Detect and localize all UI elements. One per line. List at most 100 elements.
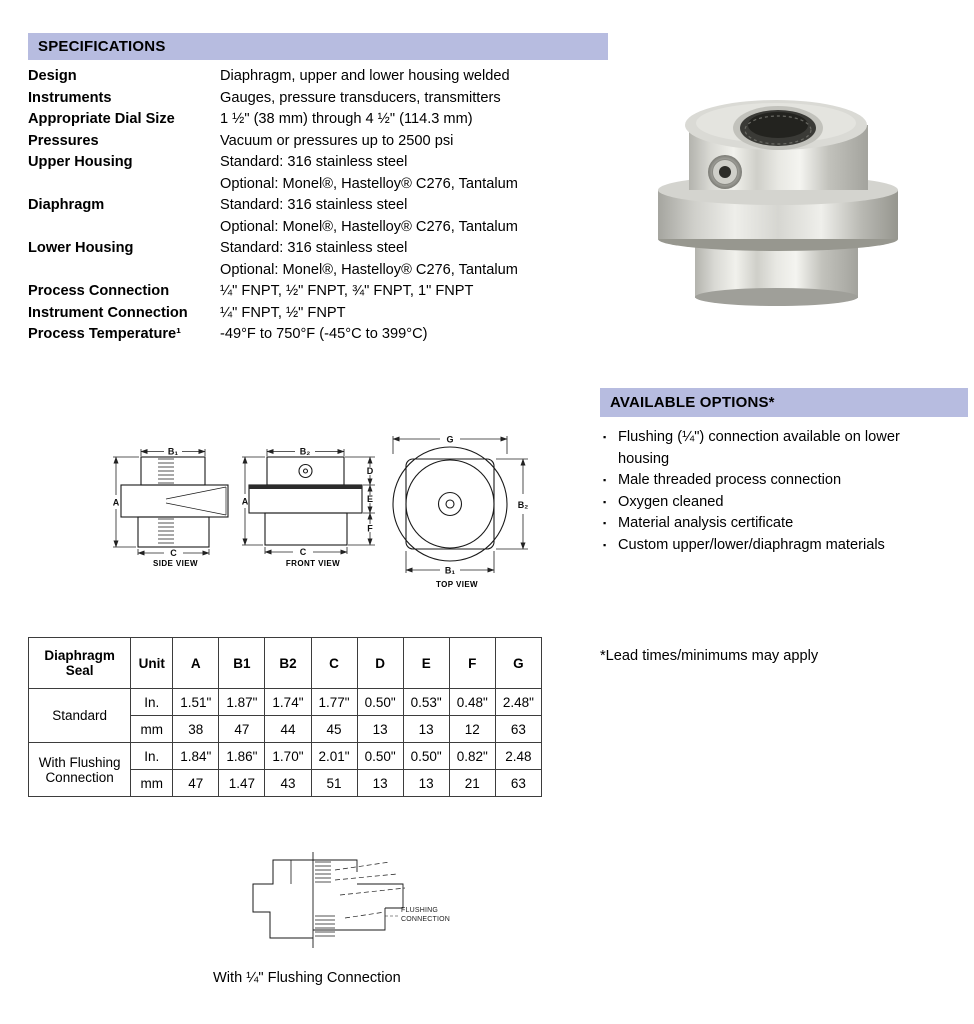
dim-label-g: G — [446, 435, 453, 445]
top-view-drawing: G B₂ B₁ TOP VIEW — [378, 432, 536, 589]
spec-label: Pressures — [28, 132, 99, 149]
option-item: ▪Material analysis certificate — [603, 513, 941, 535]
dim-value-cell: 51 — [310, 769, 358, 797]
unit-cell: mm — [130, 715, 174, 743]
spec-row: Optional: Monel®, Hastelloy® C276, Tanta… — [28, 174, 620, 196]
col-header: A — [172, 637, 220, 689]
dim-value-cell: 38 — [172, 715, 220, 743]
top-view-caption: TOP VIEW — [435, 580, 479, 589]
spec-value: 1 ½" (38 mm) through 4 ½" (114.3 mm) — [220, 111, 473, 127]
lead-time-note: *Lead times/minimums may apply — [600, 648, 819, 664]
dim-value-cell: 47 — [172, 769, 220, 797]
col-header: F — [448, 637, 496, 689]
dim-value-cell: 13 — [402, 715, 450, 743]
dim-label-c: C — [300, 547, 307, 557]
col-header: D — [356, 637, 404, 689]
spec-row: Instrument Connection ¼" FNPT, ½" FNPT — [28, 303, 620, 325]
dim-label-a: A — [113, 498, 120, 508]
dim-value-cell: 43 — [264, 769, 312, 797]
product-photo-image — [658, 100, 898, 306]
col-header: Diaphragm Seal — [27, 637, 132, 689]
spec-row: Optional: Monel®, Hastelloy® C276, Tanta… — [28, 217, 620, 239]
group-label-cell: With Flushing Connection — [27, 742, 132, 797]
dim-value-cell: 0.48" — [448, 688, 496, 716]
dim-label-b2: B₂ — [518, 500, 529, 510]
side-view-drawing: B₁ A C SIDE VIEW — [108, 445, 243, 568]
spec-row: Upper Housing Standard: 316 stainless ste… — [28, 152, 620, 174]
table-row: mm 38 47 44 45 13 13 12 63 — [29, 715, 543, 743]
spec-label: Upper Housing — [28, 154, 133, 170]
spec-row: Pressures Vacuum or pressures up to 2500 … — [28, 131, 620, 153]
spec-value: Vacuum or pressures up to 2500 psi — [220, 132, 454, 149]
col-header: Unit — [130, 637, 174, 689]
dim-value-cell: 1.70" — [264, 742, 312, 770]
dim-value-cell: 63 — [494, 715, 543, 743]
specifications-header: SPECIFICATIONS — [28, 33, 608, 60]
bullet-icon: ▪ — [603, 432, 607, 442]
dim-label-b1: B₁ — [168, 447, 178, 457]
product-photo — [646, 92, 938, 322]
dim-label-b1: B₁ — [445, 566, 455, 576]
dim-value-cell: 0.50" — [356, 742, 404, 770]
spec-value: -49°F to 750°F (-45°C to 399°C) — [220, 326, 428, 342]
col-header: B1 — [218, 637, 266, 689]
dim-value-cell: 13 — [402, 769, 450, 797]
dim-label-a: A — [242, 497, 249, 507]
spec-row: Lower Housing Standard: 316 stainless ste… — [28, 238, 620, 260]
spec-value: Standard: 316 stainless steel — [220, 154, 408, 170]
unit-cell: In. — [130, 742, 174, 770]
dim-label-e: E — [367, 494, 373, 504]
dim-value-cell: 0.50" — [356, 688, 404, 716]
col-header: G — [494, 637, 543, 689]
bullet-icon: ▪ — [603, 496, 607, 507]
available-options-list: ▪ Flushing (¼") connection available on l… — [603, 427, 941, 556]
spec-value: Optional: Monel®, Hastelloy® C276, Tanta… — [220, 218, 518, 235]
side-view-caption: SIDE VIEW — [153, 559, 198, 568]
spec-label: Lower Housing — [28, 240, 134, 256]
bullet-icon: ▪ — [603, 475, 607, 485]
dim-value-cell: 1.77" — [310, 688, 358, 716]
dim-value-cell: 0.82" — [448, 742, 496, 770]
dim-label-d: D — [367, 466, 374, 476]
table-row: Standard In. 1.51" 1.87" 1.74" 1.77" 0.5… — [27, 688, 543, 743]
dim-value-cell: 63 — [494, 769, 543, 797]
front-view-caption: FRONT VIEW — [285, 559, 341, 568]
option-item: ▪Oxygen cleaned — [603, 492, 941, 514]
dim-value-cell: 2.48 — [494, 742, 543, 770]
spec-value: Diaphragm, upper and lower housing welde… — [220, 68, 510, 84]
dim-value-cell: 2.01" — [310, 742, 358, 770]
spec-label — [28, 217, 220, 239]
flushing-caption: With ¼" Flushing Connection — [213, 970, 401, 986]
col-header: E — [402, 637, 450, 689]
option-text: Flushing (¼") connection available on lo… — [618, 429, 900, 467]
spec-value: Optional: Monel®, Hastelloy® C276, Tanta… — [220, 261, 518, 278]
col-header: B2 — [264, 637, 312, 689]
spec-value: Standard: 316 stainless steel — [220, 197, 408, 213]
dim-value-cell: 1.87" — [218, 688, 266, 716]
spec-label — [28, 174, 220, 196]
dim-value-cell: 47 — [218, 715, 266, 743]
option-text: Custom upper/lower/diaphragm materials — [618, 536, 885, 553]
spec-label: Instrument Connection — [28, 304, 188, 321]
spec-value: Standard: 316 stainless steel — [220, 240, 408, 256]
spec-label: Diaphragm — [28, 197, 105, 213]
spec-label: Design — [28, 68, 77, 84]
spec-label — [28, 260, 220, 282]
specifications-list: Design Diaphragm, upper and lower housing… — [28, 66, 620, 346]
dim-value-cell: 1.51" — [172, 688, 220, 716]
option-item: ▪Male threaded process connection — [603, 470, 941, 492]
dim-value-cell: 1.74" — [264, 688, 312, 716]
group-label-cell: Standard — [27, 688, 132, 743]
spec-label: Instruments — [28, 89, 112, 106]
front-view-drawing: B₂ A C D E F FRONT VIEW — [237, 445, 389, 568]
option-item: ▪ Custom upper/lower/diaphragm materials — [603, 535, 941, 557]
spec-value: ¼" FNPT, ½" FNPT, ¾" FNPT, 1" FNPT — [220, 283, 474, 299]
spec-value: ¼" FNPT, ½" FNPT — [220, 304, 346, 321]
spec-row: Process Temperature¹-49°F to 750°F (-45°… — [28, 324, 620, 346]
bullet-icon: ▪ — [603, 539, 607, 550]
option-item: ▪ Flushing (¼") connection available on l… — [603, 427, 941, 470]
